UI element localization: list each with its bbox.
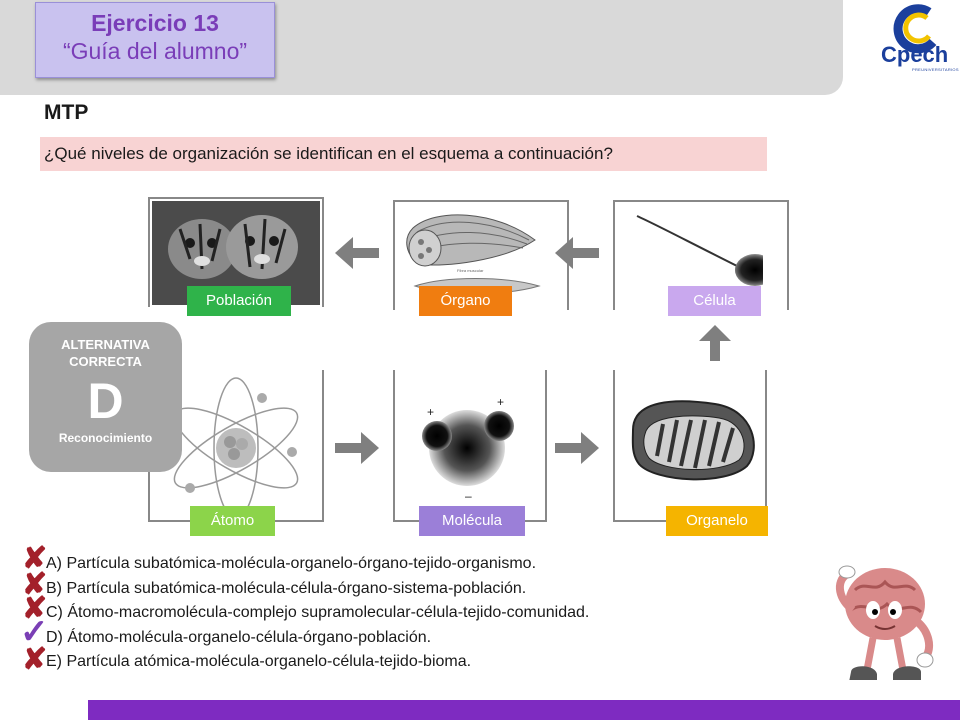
option-e: E) Partícula atómica-molécula-organelo-c…	[46, 653, 472, 670]
wrong-mark-icon: ✘	[22, 592, 48, 625]
option-c: C) Átomo-macromolécula-complejo supramol…	[46, 604, 590, 621]
option-d: D) Átomo-molécula-organelo-célula-órgano…	[46, 628, 432, 646]
option-a: A) Partícula subatómica-molécula-organel…	[46, 555, 537, 572]
answer-title-line2: CORRECTA	[69, 354, 142, 369]
option-b: B) Partícula subatómica-molécula-célula-…	[46, 579, 527, 597]
label-poblacion: Población	[187, 286, 291, 316]
correct-mark-icon: ✓	[20, 613, 49, 651]
label-celula: Célula	[668, 286, 761, 316]
molecule-icon: + + –	[422, 395, 514, 503]
arrow-right-icon	[335, 432, 379, 464]
options-list: A) Partícula subatómica-molécula-organel…	[46, 552, 589, 675]
cpech-logo-icon	[893, 4, 937, 54]
logo-text: Cpech	[881, 42, 949, 67]
arrow-left-icon	[555, 237, 599, 269]
sperm-cell-icon	[636, 215, 763, 286]
card-organelo	[613, 370, 767, 522]
exercise-subtitle: “Guía del alumno”	[62, 38, 248, 64]
charge-sign: –	[465, 489, 472, 503]
arrow-up-icon	[699, 325, 731, 361]
label-molecula: Molécula	[419, 506, 525, 536]
label-atomo: Átomo	[190, 506, 275, 536]
title-box: Ejercicio 13 “Guía del alumno”	[35, 2, 275, 78]
answer-skill: Reconocimiento	[58, 431, 153, 445]
arrow-right-icon	[555, 432, 599, 464]
muscle-caption: Fibra muscular	[457, 268, 484, 273]
brain-mascot-icon	[835, 565, 934, 685]
label-organo: Órgano	[419, 286, 512, 316]
wrong-mark-icon: ✘	[22, 643, 48, 676]
answer-title-line1: ALTERNATIVA	[61, 337, 150, 352]
mitochondria-icon	[631, 400, 755, 481]
section-label: MTP	[44, 101, 89, 124]
answer-letter: D	[87, 373, 124, 429]
question-text: ¿Qué niveles de organización se identifi…	[40, 137, 767, 171]
answer-box: ALTERNATIVA CORRECTA D Reconocimiento	[29, 322, 182, 472]
charge-sign: +	[427, 405, 434, 419]
logo-subtext: PREUNIVERSITARIOS	[912, 67, 959, 72]
exercise-title: Ejercicio 13	[91, 10, 219, 36]
card-molecula: + + –	[393, 370, 547, 522]
wrong-mark-icon: ✘	[22, 542, 48, 575]
charge-sign: +	[497, 395, 504, 409]
wrong-mark-icon: ✘	[22, 568, 48, 601]
footer-bar	[88, 700, 960, 720]
label-organelo: Organelo	[666, 506, 768, 536]
arrow-left-icon	[335, 237, 379, 269]
